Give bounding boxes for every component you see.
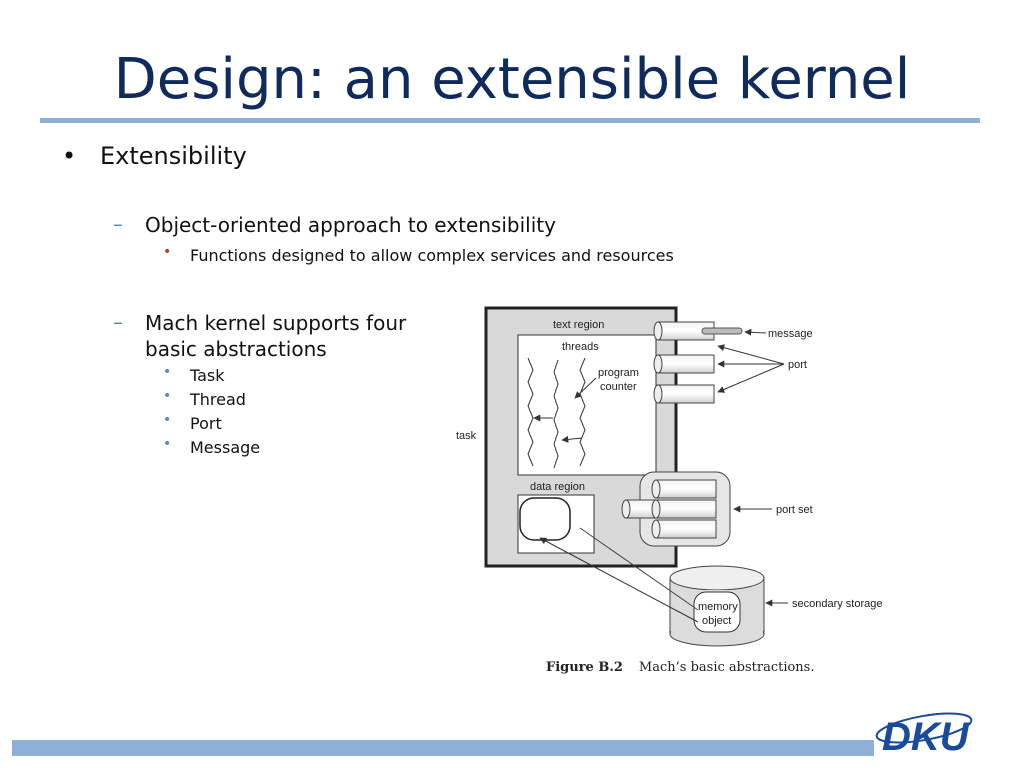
bullet-dot: • bbox=[163, 244, 172, 260]
mapping-arrow bbox=[539, 537, 699, 623]
list-item-text: Task bbox=[190, 366, 225, 385]
title-divider bbox=[40, 118, 980, 123]
thread-squiggle bbox=[579, 357, 586, 467]
secondary-storage-label: secondary storage bbox=[792, 598, 883, 610]
footer-bar bbox=[12, 740, 874, 756]
bullet-dot: • bbox=[163, 412, 172, 428]
dku-logo: DKU bbox=[875, 712, 973, 759]
program-counter-label: counter bbox=[600, 381, 637, 393]
port-cylinder bbox=[651, 479, 717, 499]
bullet-dot: • bbox=[163, 436, 172, 452]
dash-mark: – bbox=[113, 310, 123, 334]
list-item-text: Thread bbox=[190, 390, 246, 409]
slide-title: Design: an extensible kernel bbox=[113, 47, 911, 112]
memory-object-box bbox=[693, 591, 741, 633]
bullet-dot: • bbox=[163, 388, 172, 404]
text-region-box bbox=[517, 334, 657, 476]
port-cylinder bbox=[653, 354, 715, 374]
list-item-text: Message bbox=[190, 438, 261, 457]
caption-number: Figure B.2 bbox=[546, 660, 623, 675]
memory-object-label: object bbox=[702, 615, 731, 627]
port-cylinder bbox=[653, 321, 743, 341]
sub-sub-bullet-text: Functions designed to allow complex serv… bbox=[190, 246, 674, 265]
bullet-mark: • bbox=[62, 142, 77, 170]
text-region-label: text region bbox=[553, 319, 604, 331]
caption-text: Mach’s basic abstractions. bbox=[638, 660, 815, 675]
port-cylinder bbox=[651, 519, 717, 539]
bullet-dot: • bbox=[163, 364, 172, 380]
pc-arrow bbox=[574, 377, 597, 399]
figure-caption: Figure B.2 Mach’s basic abstractions. bbox=[546, 660, 815, 675]
sub-bullet-text: Mach kernel supports four basic abstract… bbox=[145, 311, 407, 361]
message-label: message bbox=[768, 328, 813, 340]
port-set-label: port set bbox=[776, 504, 813, 516]
sub-bullet-text: Object-oriented approach to extensibilit… bbox=[145, 213, 556, 237]
task-label: task bbox=[456, 430, 477, 442]
port-arrow bbox=[717, 363, 785, 393]
mach-abstractions-diagram: text region threads program counter task… bbox=[456, 306, 883, 647]
logo-text: DKU bbox=[882, 715, 970, 759]
port-cylinder bbox=[653, 384, 715, 404]
dash-mark: – bbox=[113, 212, 123, 236]
port-cylinder bbox=[651, 499, 717, 519]
program-counter-label: program bbox=[598, 367, 639, 379]
data-region-label: data region bbox=[530, 481, 585, 493]
bullet-text: Extensibility bbox=[100, 142, 247, 170]
port-label: port bbox=[788, 359, 807, 371]
memory-object-label: memory bbox=[698, 601, 738, 613]
thread-squiggle bbox=[527, 357, 534, 467]
port-arrow bbox=[717, 344, 785, 365]
thread-squiggle bbox=[553, 359, 559, 469]
message-arrow bbox=[744, 328, 767, 336]
memory-blob bbox=[519, 497, 571, 541]
pc-arrow bbox=[561, 435, 583, 443]
threads-label: threads bbox=[562, 341, 599, 353]
mapping-line bbox=[579, 527, 699, 611]
list-item-text: Port bbox=[190, 414, 222, 433]
